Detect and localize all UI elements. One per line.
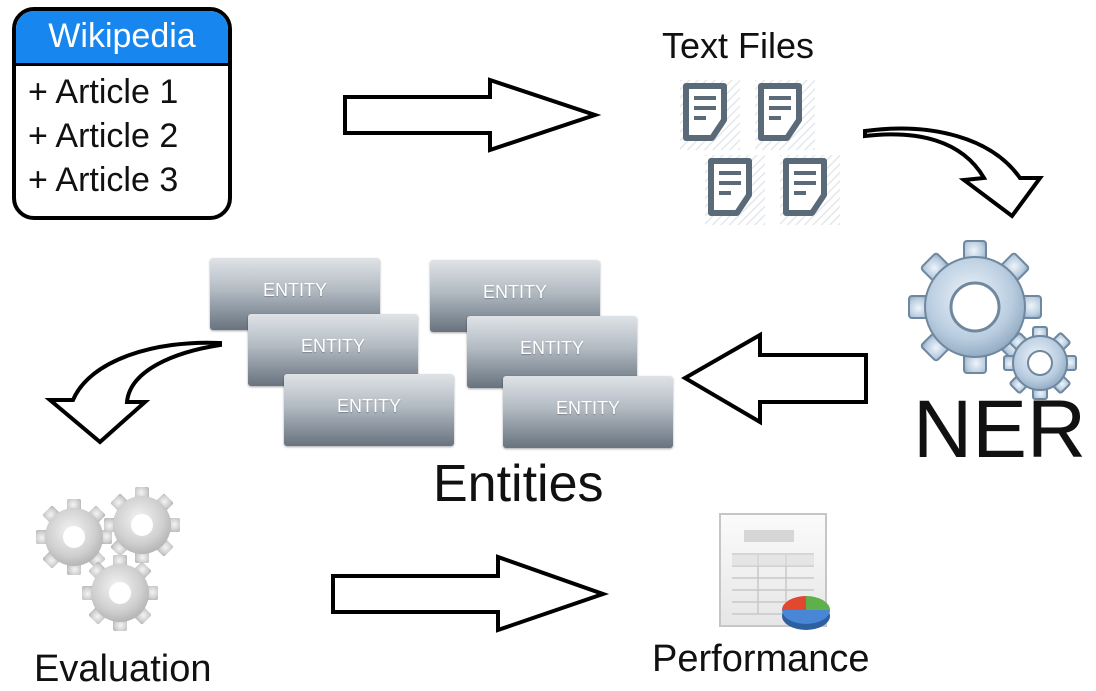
document-icon [680, 80, 740, 150]
gear-icon [104, 487, 180, 563]
evaluation-gears [36, 487, 180, 631]
wikipedia-box: Wikipedia + Article 1 + Article 2 + Arti… [12, 7, 232, 220]
entity-card: ENTITY [284, 374, 454, 446]
arrow-right-icon [343, 77, 602, 153]
gear-icon [908, 240, 1042, 374]
spreadsheet-chart-icon [719, 513, 830, 630]
evaluation-label: Evaluation [34, 648, 212, 690]
ner-gears [908, 240, 1077, 400]
wikipedia-title: Wikipedia [16, 11, 228, 66]
gear-icon [1003, 326, 1077, 400]
ner-label: NER [913, 384, 1087, 475]
arrow-right-icon [331, 554, 610, 633]
text-files-group [680, 80, 840, 225]
arrow-left-icon [681, 331, 868, 426]
entity-card: ENTITY [503, 376, 673, 448]
text-files-label: Text Files [662, 25, 815, 66]
article-item: + Article 3 [28, 161, 179, 199]
curved-arrow-icon [863, 126, 1044, 219]
document-icon [705, 155, 765, 225]
gear-icon [82, 555, 158, 631]
article-item: + Article 1 [28, 73, 179, 111]
document-icon [780, 155, 840, 225]
performance-label: Performance [652, 638, 870, 680]
gear-icon [36, 499, 112, 575]
curved-arrow-icon [44, 340, 222, 445]
entities-label: Entities [433, 455, 604, 513]
article-item: + Article 2 [28, 117, 179, 155]
document-icon [755, 80, 815, 150]
